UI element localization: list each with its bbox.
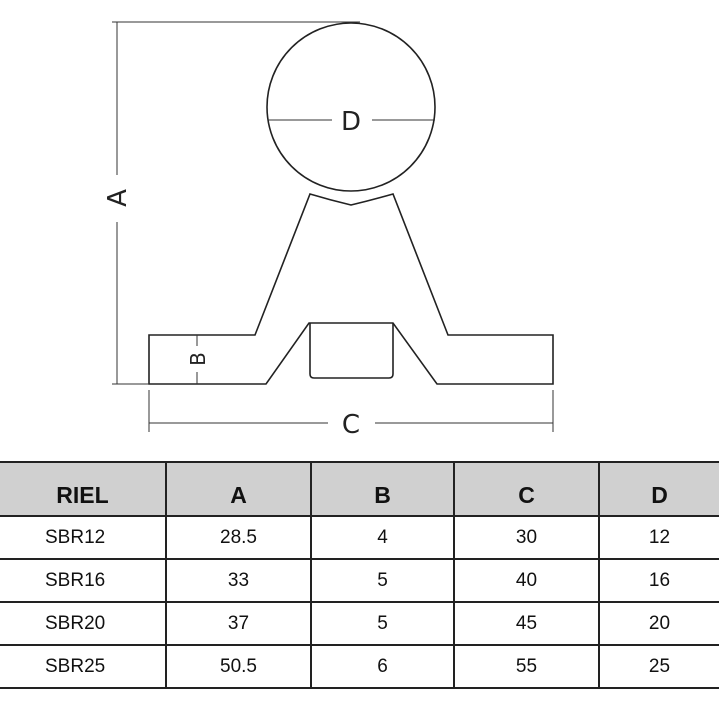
header-b: B	[310, 461, 455, 517]
cell-riel: SBR12	[0, 515, 167, 560]
cell-b: 5	[310, 558, 455, 603]
cell-riel: SBR16	[0, 558, 167, 603]
cell-c: 55	[453, 644, 600, 689]
cell-c: 30	[453, 515, 600, 560]
cell-d: 25	[598, 644, 719, 689]
cell-b: 6	[310, 644, 455, 689]
cell-a: 37	[165, 601, 312, 646]
header-riel: RIEL	[0, 461, 167, 517]
cell-c: 45	[453, 601, 600, 646]
label-d: D	[341, 107, 361, 137]
label-c: C	[342, 410, 360, 440]
dimensions-table: RIEL A B C D SBR12 28.5 4 30 12 SBR16 33…	[0, 461, 719, 689]
cell-d: 12	[598, 515, 719, 560]
cell-b: 5	[310, 601, 455, 646]
cell-c: 40	[453, 558, 600, 603]
cell-a: 50.5	[165, 644, 312, 689]
table-row: SBR20 37 5 45 20	[0, 601, 719, 646]
center-slot	[309, 323, 394, 379]
cell-d: 16	[598, 558, 719, 603]
table-row: SBR25 50.5 6 55 25	[0, 644, 719, 689]
cell-a: 28.5	[165, 515, 312, 560]
cell-d: 20	[598, 601, 719, 646]
label-a: A	[103, 189, 133, 207]
table-row: SBR12 28.5 4 30 12	[0, 515, 719, 560]
rail-support-drawing: A B C D	[103, 21, 554, 440]
rail-circle	[266, 22, 436, 192]
cell-riel: SBR20	[0, 601, 167, 646]
table-header-row: RIEL A B C D	[0, 461, 719, 517]
cell-a: 33	[165, 558, 312, 603]
cell-riel: SBR25	[0, 644, 167, 689]
label-b: B	[186, 352, 210, 366]
table-row: SBR16 33 5 40 16	[0, 558, 719, 603]
cell-b: 4	[310, 515, 455, 560]
header-d: D	[598, 461, 719, 517]
header-a: A	[165, 461, 312, 517]
header-c: C	[453, 461, 600, 517]
rail-support-profile	[148, 193, 554, 385]
